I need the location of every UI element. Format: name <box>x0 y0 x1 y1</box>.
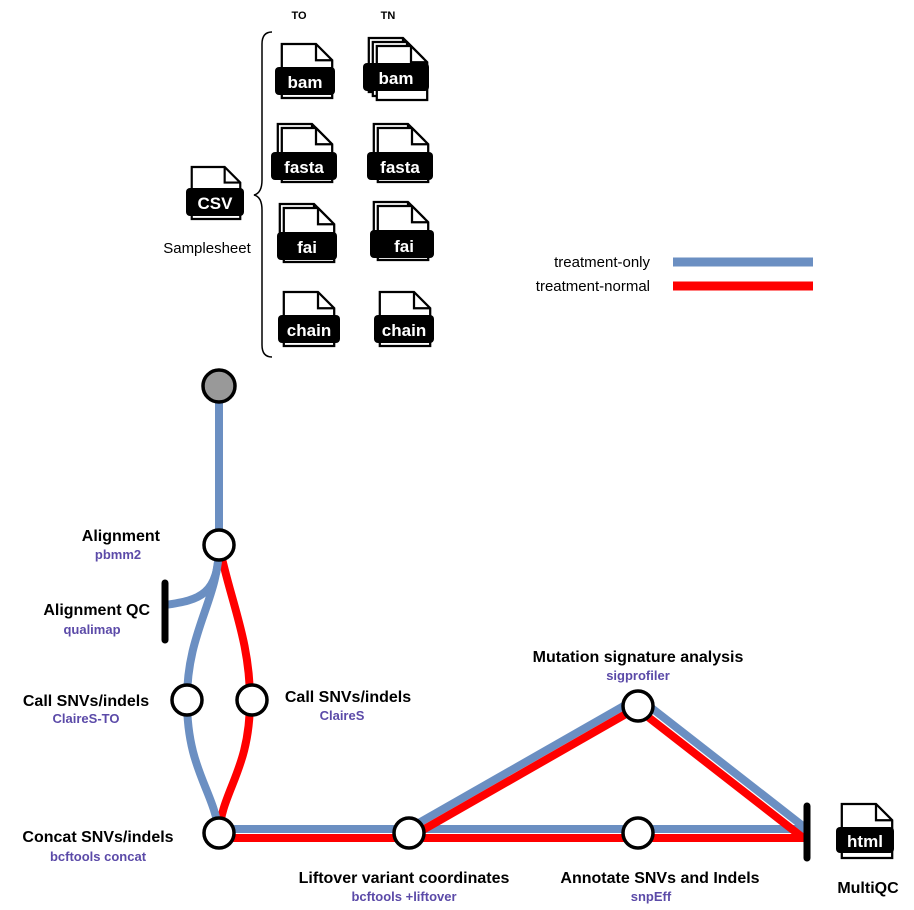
html-file-icon: html <box>836 802 894 860</box>
concat-station <box>202 816 236 850</box>
csv-file-icon: CSV <box>186 165 244 221</box>
call-to-name: Call SNVs/indels <box>23 693 149 710</box>
multiqc-tool: MultiQC <box>837 880 899 897</box>
to-fai-label: fai <box>297 238 317 257</box>
to-bam-file-icon: bam <box>275 42 335 100</box>
tn-fasta-label: fasta <box>380 158 420 177</box>
signature-name: Mutation signature analysis <box>533 649 744 666</box>
to-fasta-label: fasta <box>284 158 324 177</box>
html-file-label: html <box>847 832 883 851</box>
samplesheet-brace <box>253 31 273 358</box>
call-tn-tool: ClaireS <box>320 708 365 723</box>
alignment-station <box>202 528 236 562</box>
legend-treatment-only-label: treatment-only <box>554 254 650 271</box>
tn-chain-file-icon: chain <box>374 290 434 348</box>
tn-bam-label: bam <box>379 69 414 88</box>
stations <box>170 368 655 850</box>
legend: treatment-only treatment-normal <box>536 254 813 295</box>
signature-station <box>621 689 655 723</box>
to-chain-label: chain <box>287 321 331 340</box>
line-sig-down-red <box>631 702 805 841</box>
alignment-tool: pbmm2 <box>95 547 141 562</box>
tn-chain-label: chain <box>382 321 426 340</box>
legend-treatment-normal-label: treatment-normal <box>536 278 650 295</box>
to-fai-file-icon: fai <box>277 202 337 264</box>
call-tn-station <box>235 683 269 717</box>
column-header-to: TO <box>291 10 307 22</box>
signature-tool: sigprofiler <box>606 668 670 683</box>
concat-tool: bcftools concat <box>50 849 147 864</box>
tn-fasta-file-icon: fasta <box>367 122 433 184</box>
concat-name: Concat SNVs/indels <box>22 829 173 846</box>
csv-file-label: CSV <box>198 194 234 213</box>
annotate-tool: snpEff <box>631 889 672 904</box>
to-fasta-file-icon: fasta <box>271 122 337 184</box>
metro-lines <box>164 387 811 842</box>
tn-fai-label: fai <box>394 237 414 256</box>
to-chain-file-icon: chain <box>278 290 340 348</box>
samplesheet-label: Samplesheet <box>163 240 251 257</box>
start-station <box>201 368 237 404</box>
liftover-tool: bcftools +liftover <box>351 889 456 904</box>
tn-bam-file-icon: bam <box>363 36 429 102</box>
alignment-qc-tool: qualimap <box>63 622 120 637</box>
alignment-name: Alignment <box>82 528 161 545</box>
tn-files: bam fasta fai chain <box>363 36 434 348</box>
annotate-station <box>621 816 655 850</box>
liftover-name: Liftover variant coordinates <box>299 870 510 887</box>
alignment-qc-name: Alignment QC <box>43 602 150 619</box>
to-files: bam fasta fai chain <box>271 42 340 348</box>
column-header-tn: TN <box>381 10 396 22</box>
line-sig-up-blue <box>408 695 638 832</box>
tn-fai-file-icon: fai <box>370 200 434 262</box>
to-bam-label: bam <box>288 73 323 92</box>
annotate-name: Annotate SNVs and Indels <box>560 870 759 887</box>
liftover-station <box>392 816 426 850</box>
call-to-tool: ClaireS-TO <box>53 711 120 726</box>
line-sig-down-blue <box>637 695 811 834</box>
line-sig-up-red <box>412 702 642 839</box>
call-tn-name: Call SNVs/indels <box>285 689 411 706</box>
call-to-station <box>170 683 204 717</box>
